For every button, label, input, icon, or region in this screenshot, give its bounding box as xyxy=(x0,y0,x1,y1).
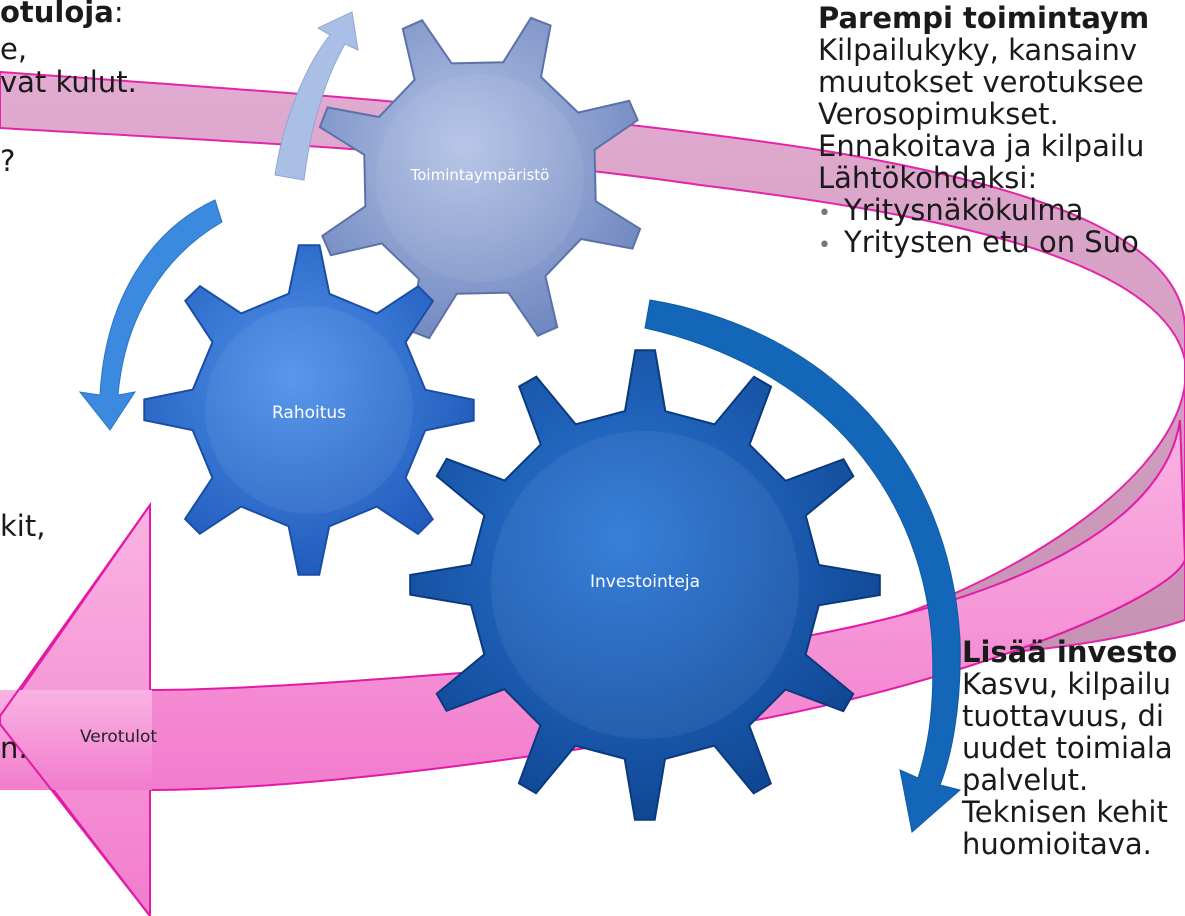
left-fragment-6: n. xyxy=(0,731,28,765)
environment-text-block: Parempi toimintaym Kilpailukyky, kansain… xyxy=(818,2,1149,258)
gear-environment xyxy=(318,16,642,340)
gear-label-investments: Investointeja xyxy=(590,572,700,592)
left-fragment-2: e, xyxy=(0,32,28,66)
environment-line-2: muutokset verotuksee xyxy=(818,65,1144,99)
investment-line-3: uudet toimiala xyxy=(962,731,1173,765)
environment-line-1: Kilpailukyky, kansainv xyxy=(818,33,1137,67)
curved-arrow-up xyxy=(274,11,359,181)
investment-line-6: huomioitava. xyxy=(962,827,1152,861)
environment-line-3: Verosopimukset. xyxy=(818,97,1059,131)
environment-bullet-2: Yritysten etu on Suo xyxy=(818,226,1149,258)
investment-text-block: Lisää investo Kasvu, kilpailu tuottavuus… xyxy=(962,636,1177,860)
gear-financing xyxy=(143,244,475,576)
left-fragment-5: kit, xyxy=(0,509,46,543)
left-fragment-1-colon: : xyxy=(113,0,124,29)
left-fragment-4: ? xyxy=(0,144,16,178)
gear-environment-hub xyxy=(376,74,584,282)
environment-bullet-2-text: Yritysten etu on Suo xyxy=(844,225,1139,259)
left-fragment-3: vat kulut. xyxy=(0,65,137,99)
curved-arrow-right xyxy=(644,299,962,833)
environment-bullet-1: Yritysnäkökulma xyxy=(818,194,1149,226)
investment-line-2: tuottavuus, di xyxy=(962,699,1164,733)
tax-revenue-label: Verotulot xyxy=(80,727,158,747)
environment-line-4: Ennakoitava ja kilpailu xyxy=(818,129,1145,163)
investment-line-1: Kasvu, kilpailu xyxy=(962,667,1171,701)
environment-heading: Parempi toimintaym xyxy=(818,1,1150,35)
gear-investments-hub xyxy=(491,431,799,739)
gear-label-environment: Toimintaympäristö xyxy=(410,166,550,184)
investment-line-4: palvelut. xyxy=(962,763,1089,797)
environment-line-5: Lähtökohdaksi: xyxy=(818,161,1038,195)
investment-line-5: Teknisen kehit xyxy=(962,795,1168,829)
gear-financing-hub xyxy=(205,306,413,514)
left-fragment-1: otuloja: xyxy=(0,0,124,27)
gear-label-financing: Rahoitus xyxy=(271,403,347,423)
left-fragment-1-bold: otuloja xyxy=(0,0,114,29)
curved-arrow-left xyxy=(78,199,223,431)
environment-bullet-1-text: Yritysnäkökulma xyxy=(844,193,1084,227)
investment-heading: Lisää investo xyxy=(962,635,1178,669)
gear-investments xyxy=(409,349,881,821)
